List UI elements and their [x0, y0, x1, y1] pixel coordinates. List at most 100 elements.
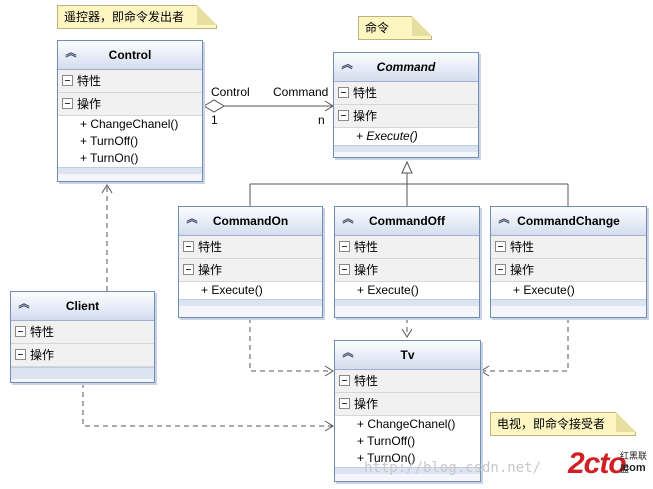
class-header: ︽ CommandOff — [335, 207, 479, 236]
class-header: ︽ CommandChange — [491, 207, 646, 236]
class-header: ︽ Client — [11, 292, 154, 321]
class-footer — [179, 299, 322, 306]
collapse-box-icon[interactable] — [62, 75, 73, 86]
dependencies — [82, 185, 569, 427]
site-logo: 2cto 红黑联盟 .com — [568, 447, 650, 487]
class-control[interactable]: ︽ Control 特性 操作 + ChangeChanel() + TurnO… — [57, 40, 203, 182]
collapse-chevron-icon[interactable]: ︽ — [498, 213, 510, 225]
class-footer — [11, 367, 154, 379]
logo-suffix: .com — [620, 462, 646, 474]
attributes-section[interactable]: 特性 — [334, 82, 478, 105]
class-command-off[interactable]: ︽ CommandOff 特性 操作 + Execute() — [334, 206, 480, 318]
class-footer — [335, 467, 480, 474]
note-command-text: 命令 — [365, 21, 390, 35]
dep-client-tv — [82, 383, 333, 427]
collapse-box-icon[interactable] — [339, 241, 350, 252]
note-command: 命令 — [358, 16, 432, 40]
collapse-chevron-icon[interactable]: ︽ — [18, 298, 30, 310]
note-tv-text: 电视，即命令接受者 — [497, 417, 606, 431]
collapse-box-icon[interactable] — [15, 326, 26, 337]
class-tv[interactable]: ︽ Tv 特性 操作 + ChangeChanel() + TurnOff() … — [334, 340, 481, 482]
class-name: CommandOn — [212, 214, 289, 228]
class-header: ︽ Tv — [335, 341, 480, 370]
association-target-role: Command — [273, 85, 329, 99]
collapse-box-icon[interactable] — [339, 264, 350, 275]
method-item: + TurnOff() — [335, 433, 480, 450]
class-name: Command — [376, 60, 436, 74]
operations-section[interactable]: 操作 — [179, 259, 322, 282]
class-name: Control — [108, 48, 152, 62]
method-item: + TurnOn() — [58, 150, 202, 167]
class-name: CommandChange — [517, 214, 620, 228]
attributes-section[interactable]: 特性 — [491, 236, 646, 259]
operations-section[interactable]: 操作 — [58, 93, 202, 116]
dep-commandon-tv — [249, 318, 333, 372]
operations-section[interactable]: 操作 — [491, 259, 646, 282]
attributes-section[interactable]: 特性 — [335, 236, 479, 259]
note-control: 遥控器，即命令发出者 — [57, 5, 217, 29]
note-fold-icon — [197, 5, 217, 25]
dep-commandchange-tv — [481, 318, 569, 372]
method-item: + Execute() — [491, 282, 646, 299]
attributes-section[interactable]: 特性 — [58, 70, 202, 93]
logo-brand: 2cto — [568, 447, 627, 480]
collapse-chevron-icon[interactable]: ︽ — [342, 347, 354, 359]
collapse-chevron-icon[interactable]: ︽ — [342, 213, 354, 225]
association-source-role: Control — [211, 85, 250, 99]
aggregation-diamond — [203, 99, 225, 113]
class-name: Tv — [400, 348, 415, 362]
collapse-chevron-icon[interactable]: ︽ — [65, 47, 77, 59]
operations-section[interactable]: 操作 — [11, 344, 154, 367]
collapse-chevron-icon[interactable]: ︽ — [186, 213, 198, 225]
class-command-on[interactable]: ︽ CommandOn 特性 操作 + Execute() — [178, 206, 323, 318]
collapse-box-icon[interactable] — [339, 398, 350, 409]
association-source-multiplicity: 1 — [211, 113, 218, 127]
operations-section[interactable]: 操作 — [334, 105, 478, 128]
method-item: + Execute() — [335, 282, 479, 299]
note-tv: 电视，即命令接受者 — [490, 412, 636, 436]
class-footer — [491, 299, 646, 306]
collapse-box-icon[interactable] — [15, 349, 26, 360]
collapse-chevron-icon[interactable]: ︽ — [341, 59, 353, 71]
collapse-box-icon[interactable] — [338, 87, 349, 98]
operations-section[interactable]: 操作 — [335, 393, 480, 416]
note-control-text: 遥控器，即命令发出者 — [64, 10, 185, 24]
collapse-box-icon[interactable] — [495, 264, 506, 275]
method-item: + ChangeChanel() — [335, 416, 480, 433]
class-footer — [334, 145, 478, 152]
class-client[interactable]: ︽ Client 特性 操作 — [10, 291, 155, 383]
class-footer — [58, 167, 202, 174]
attributes-section[interactable]: 特性 — [11, 321, 154, 344]
collapse-box-icon[interactable] — [495, 241, 506, 252]
class-footer — [335, 299, 479, 306]
generalization-tree — [249, 160, 569, 206]
dependency-arrowheads — [101, 184, 490, 432]
logo-subtitle: 红黑联盟 — [620, 451, 648, 474]
attributes-section[interactable]: 特性 — [335, 370, 480, 393]
association-control-command — [203, 99, 334, 113]
class-command[interactable]: ︽ Command 特性 操作 + Execute() — [333, 52, 479, 158]
note-fold-icon — [412, 16, 432, 36]
class-header: ︽ Control — [58, 41, 202, 70]
collapse-box-icon[interactable] — [338, 110, 349, 121]
collapse-box-icon[interactable] — [339, 375, 350, 386]
method-item: + TurnOn() — [335, 450, 480, 467]
attributes-section[interactable]: 特性 — [179, 236, 322, 259]
association-target-multiplicity: n — [318, 113, 325, 127]
class-header: ︽ Command — [334, 53, 478, 82]
watermark: http://blog.csdn.net/ — [364, 460, 542, 476]
note-fold-icon — [616, 412, 636, 432]
class-name: Client — [65, 299, 100, 313]
collapse-box-icon[interactable] — [62, 98, 73, 109]
class-header: ︽ CommandOn — [179, 207, 322, 236]
operations-section[interactable]: 操作 — [335, 259, 479, 282]
collapse-box-icon[interactable] — [183, 264, 194, 275]
class-command-change[interactable]: ︽ CommandChange 特性 操作 + Execute() — [490, 206, 647, 318]
class-name: CommandOff — [369, 214, 445, 228]
method-item: + TurnOff() — [58, 133, 202, 150]
method-item: + Execute() — [334, 128, 478, 145]
method-item: + ChangeChanel() — [58, 116, 202, 133]
collapse-box-icon[interactable] — [183, 241, 194, 252]
method-item: + Execute() — [179, 282, 322, 299]
